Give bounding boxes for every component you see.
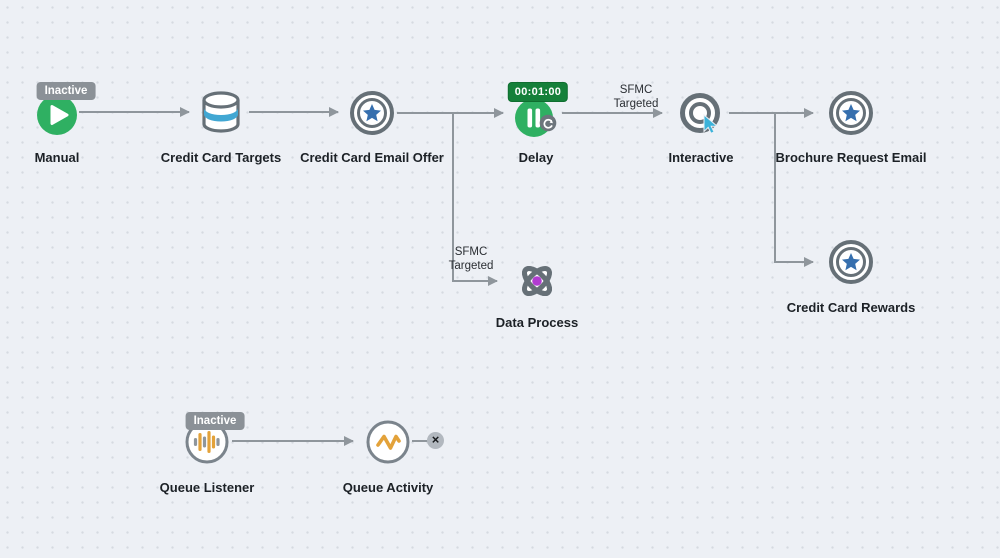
play-icon xyxy=(36,94,78,136)
node-label: Delay xyxy=(518,150,554,165)
node-data-process[interactable]: Data Process xyxy=(457,256,617,331)
node-credit-card-rewards[interactable]: Credit Card Rewards xyxy=(771,239,931,316)
node-brochure-request-email[interactable]: Brochure Request Email xyxy=(771,90,931,166)
node-queue-listener[interactable]: Inactive Queue Listener xyxy=(127,412,287,496)
target-cursor-icon xyxy=(676,91,726,141)
node-label: Queue Activity xyxy=(342,480,434,495)
node-label: Manual xyxy=(34,150,80,165)
node-label: Credit Card Rewards xyxy=(786,300,916,315)
edge-interactive-to-rewards xyxy=(774,113,814,267)
edge-email-offer-to-data-process xyxy=(452,113,498,286)
node-interactive[interactable]: Interactive xyxy=(621,91,781,166)
node-label: Data Process xyxy=(495,315,579,330)
timer-badge: 00:01:00 xyxy=(507,82,569,102)
close-icon[interactable]: × xyxy=(427,432,444,449)
pause-icon xyxy=(513,97,559,143)
node-credit-card-targets[interactable]: Credit Card Targets xyxy=(141,91,301,166)
status-badge: Inactive xyxy=(36,82,96,100)
node-label: Brochure Request Email xyxy=(775,150,927,165)
email-star-icon xyxy=(349,90,395,136)
status-badge: Inactive xyxy=(185,412,245,430)
node-delay[interactable]: 00:01:00 Delay xyxy=(456,82,616,166)
node-label: Credit Card Targets xyxy=(160,150,282,165)
node-label: Interactive xyxy=(668,150,734,165)
node-label: Queue Listener xyxy=(159,480,255,495)
node-queue-activity[interactable]: Queue Activity xyxy=(308,419,468,496)
edge-label-sfmc-targeted: SFMC Targeted xyxy=(448,246,494,272)
node-credit-card-email-offer[interactable]: Credit Card Email Offer xyxy=(292,90,452,166)
email-star-icon xyxy=(828,239,874,285)
database-icon xyxy=(198,91,244,133)
atom-icon xyxy=(512,256,562,306)
node-manual[interactable]: Inactive Manual xyxy=(0,82,137,166)
edge-label-sfmc-targeted: SFMC Targeted xyxy=(613,84,659,110)
email-star-icon xyxy=(828,90,874,136)
pulse-icon xyxy=(365,419,411,465)
node-label: Credit Card Email Offer xyxy=(300,150,444,165)
